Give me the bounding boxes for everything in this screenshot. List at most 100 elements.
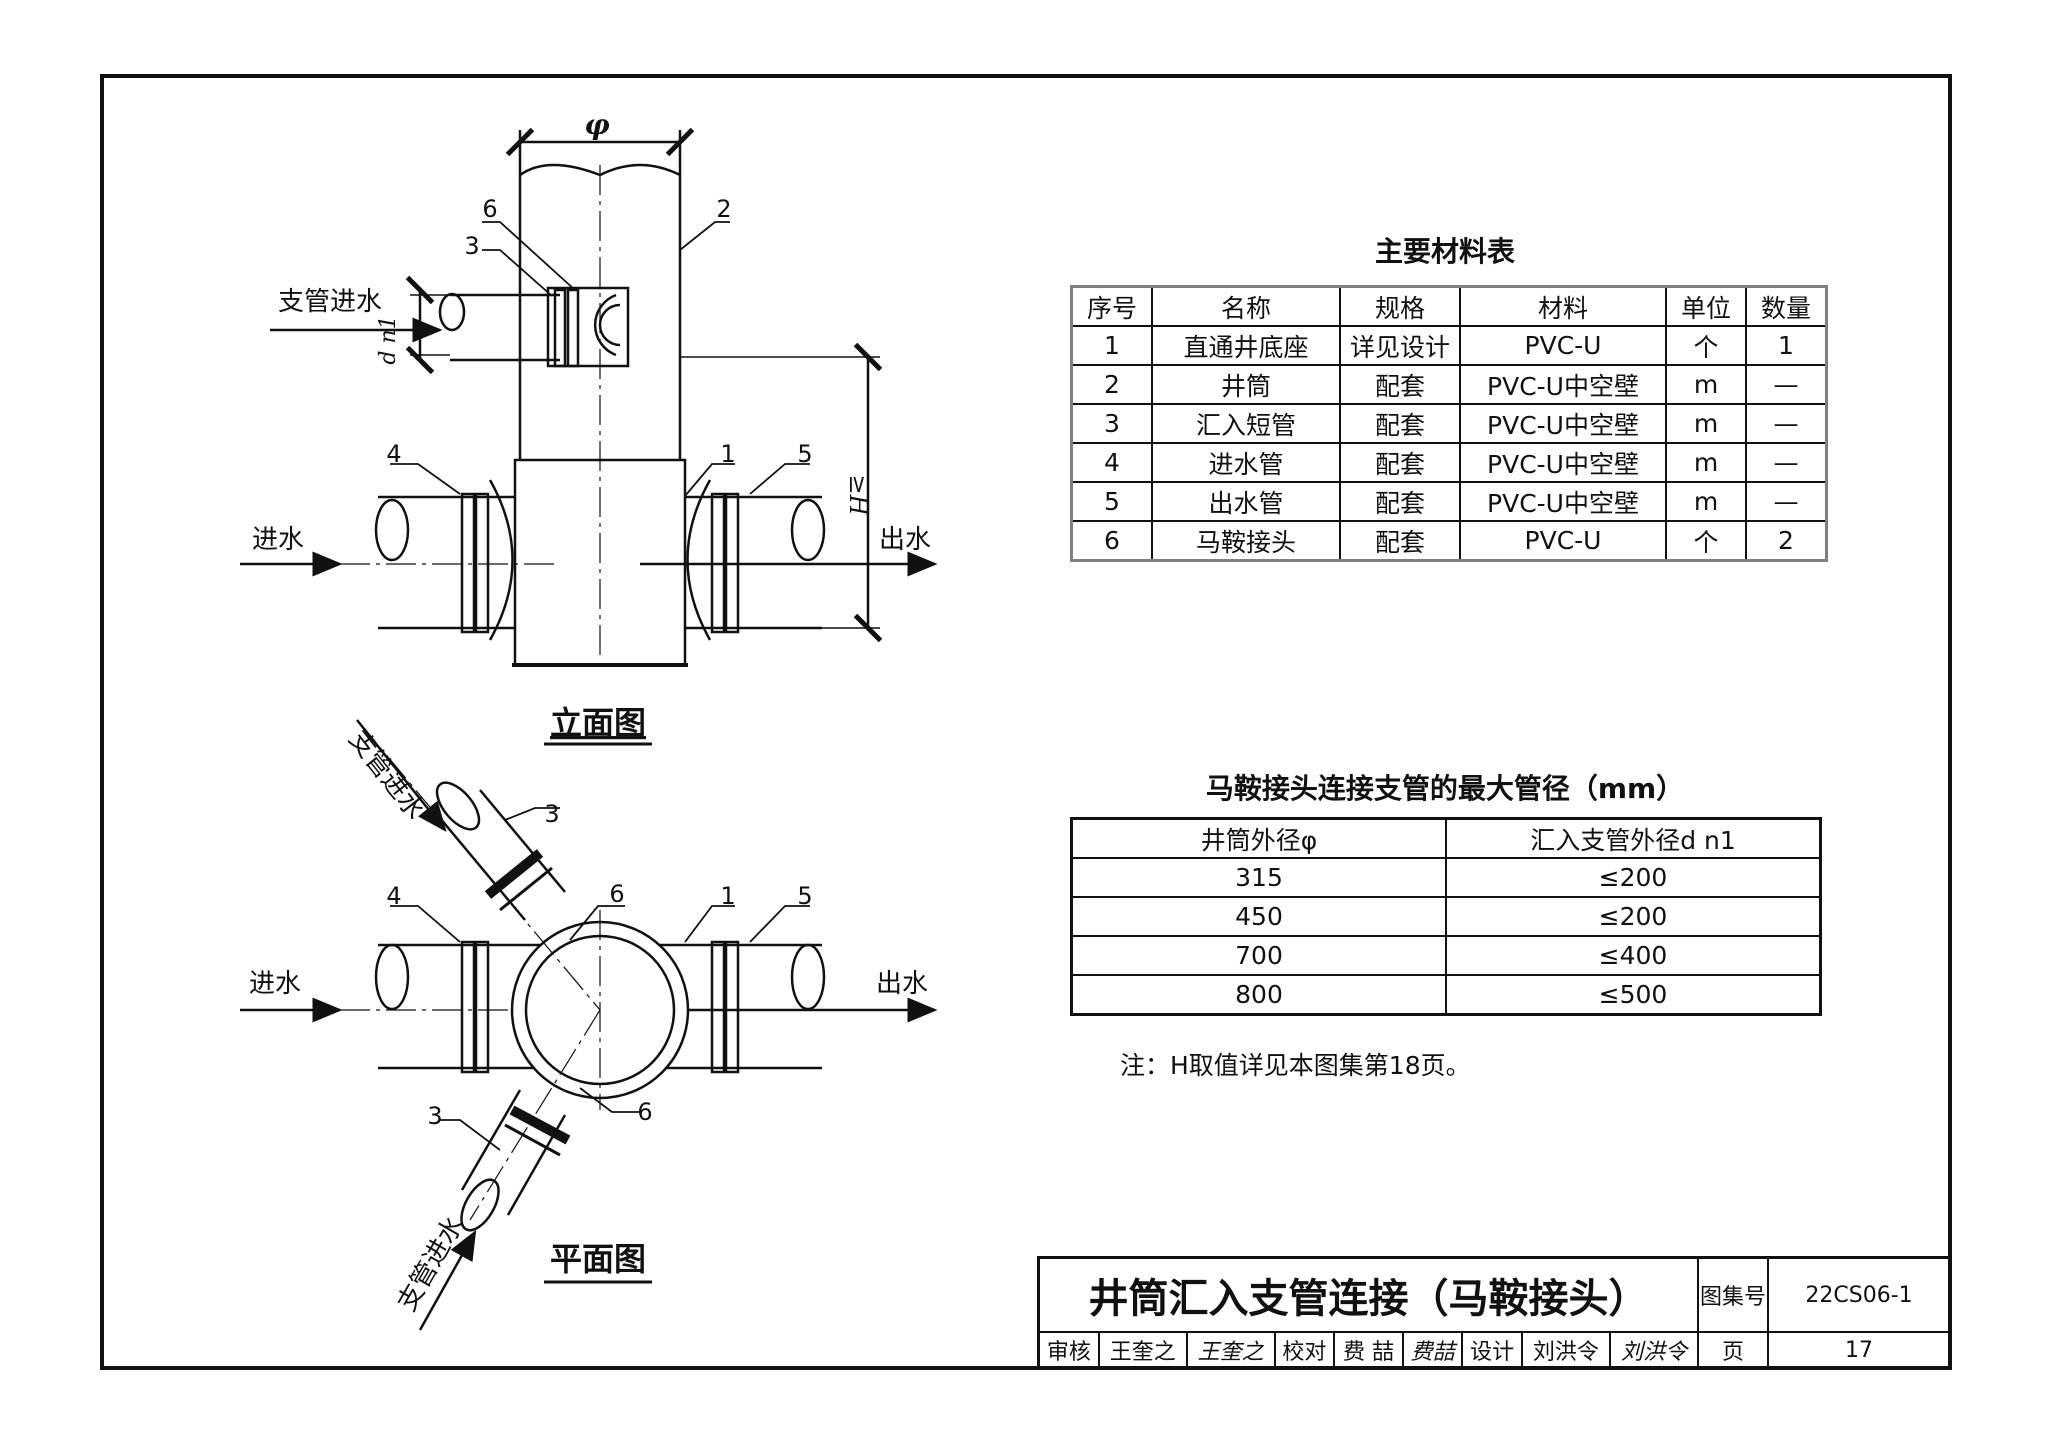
materials-cell: 汇入短管 (1151, 403, 1341, 444)
elev-callout-5: 5 (797, 440, 812, 468)
materials-cell: m (1665, 403, 1747, 444)
plan-callout-1: 1 (720, 882, 735, 910)
designer-name: 刘洪令 (1520, 1331, 1611, 1370)
materials-cell: — (1745, 442, 1828, 483)
materials-cell: 3 (1070, 403, 1153, 444)
materials-cell: 1 (1070, 325, 1153, 366)
materials-cell: 配套 (1339, 520, 1461, 562)
pipe-cell: ≤500 (1445, 974, 1822, 1016)
materials-cell: 详见设计 (1339, 325, 1461, 366)
materials-cell: 直通井底座 (1151, 325, 1341, 366)
materials-title: 主要材料表 (1374, 235, 1515, 268)
materials-cell: 1 (1745, 325, 1828, 366)
plan-in-label: 进水 (249, 969, 301, 999)
col-header: 数量 (1745, 285, 1828, 327)
plan-callout-6-bottom: 6 (637, 1098, 652, 1126)
plan-callout-3-bottom: 3 (427, 1102, 442, 1130)
elev-callout-4: 4 (386, 440, 401, 468)
materials-header-row: 序号 名称 规格 材料 单位 数量 (1070, 285, 1828, 327)
materials-cell: m (1665, 442, 1747, 483)
plan-out-label: 出水 (876, 969, 928, 999)
materials-cell: 井筒 (1151, 364, 1341, 405)
col-header: 名称 (1151, 285, 1341, 327)
materials-cell: 配套 (1339, 403, 1461, 444)
materials-cell: PVC-U中空壁 (1459, 481, 1667, 522)
plan-branch-in-top-label: 支管进水 (342, 725, 430, 825)
atlas-label: 图集号 (1697, 1256, 1769, 1333)
dim-H-label: ≥H (844, 474, 872, 516)
materials-cell: 2 (1070, 364, 1153, 405)
materials-cell: 配套 (1339, 481, 1461, 522)
materials-cell: 配套 (1339, 442, 1461, 483)
dim-dn1-label: d n1 (376, 315, 401, 364)
elev-callout-1: 1 (720, 440, 735, 468)
col-header: 序号 (1070, 285, 1153, 327)
pipe-row: 700≤400 (1070, 935, 1822, 976)
materials-cell: 个 (1665, 520, 1747, 562)
materials-cell: — (1745, 364, 1828, 405)
materials-cell: — (1745, 481, 1828, 522)
materials-cell: 出水管 (1151, 481, 1341, 522)
pipe-cell: ≤200 (1445, 857, 1822, 898)
pipe-cell: 450 (1070, 896, 1447, 937)
col-header: 材料 (1459, 285, 1667, 327)
elev-callout-3: 3 (464, 232, 479, 260)
elev-out-label: 出水 (879, 525, 931, 555)
elevation-view (240, 127, 938, 667)
pipe-header-row: 井筒外径φ 汇入支管外径d n1 (1070, 817, 1822, 859)
review-label: 审核 (1037, 1331, 1100, 1370)
elev-callout-6: 6 (482, 195, 497, 223)
materials-cell: PVC-U (1459, 520, 1667, 562)
materials-cell: m (1665, 364, 1747, 405)
reviewer-name: 王奎之 (1097, 1331, 1188, 1370)
col-header: 单位 (1665, 285, 1747, 327)
elevation-caption: 立面图 (550, 704, 646, 742)
dim-phi-label: φ (584, 108, 610, 141)
title-block: 井筒汇入支管连接（马鞍接头） 图集号 22CS06-1 审核 王奎之 王奎之 校… (1037, 1256, 1952, 1370)
page-number: 17 (1767, 1331, 1952, 1370)
plan-caption: 平面图 (550, 1240, 646, 1278)
note: 注：H取值详见本图集第18页。 (1120, 1051, 1471, 1080)
elev-in-label: 进水 (252, 525, 304, 555)
materials-cell: PVC-U中空壁 (1459, 364, 1667, 405)
atlas-number: 22CS06-1 (1767, 1256, 1952, 1333)
designer-signature: 刘洪令 (1608, 1331, 1700, 1370)
plan-callout-4: 4 (386, 882, 401, 910)
col-header: 井筒外径φ (1070, 817, 1447, 859)
pipe-row: 450≤200 (1070, 896, 1822, 937)
materials-cell: m (1665, 481, 1747, 522)
materials-cell: PVC-U中空壁 (1459, 442, 1667, 483)
drawing-title: 井筒汇入支管连接（马鞍接头） (1037, 1256, 1699, 1333)
reviewer-signature: 王奎之 (1185, 1331, 1276, 1370)
drawing-frame (100, 74, 1952, 1370)
pipe-cell: 800 (1070, 974, 1447, 1016)
plan-callout-6-top: 6 (609, 880, 624, 908)
materials-cell: 6 (1070, 520, 1153, 562)
checker-name: 费 喆 (1333, 1331, 1404, 1370)
pipe-cell: 700 (1070, 935, 1447, 976)
col-header: 汇入支管外径d n1 (1445, 817, 1822, 859)
materials-cell: — (1745, 403, 1828, 444)
pipe-cell: ≤400 (1445, 935, 1822, 976)
materials-cell: PVC-U (1459, 325, 1667, 366)
materials-cell: 4 (1070, 442, 1153, 483)
materials-cell: PVC-U中空壁 (1459, 403, 1667, 444)
materials-cell: 5 (1070, 481, 1153, 522)
plan-view (240, 719, 938, 1331)
pipe-row: 800≤500 (1070, 974, 1822, 1016)
page-label: 页 (1697, 1331, 1769, 1370)
elev-callout-2: 2 (716, 195, 731, 223)
materials-cell: 个 (1665, 325, 1747, 366)
pipe-cell: ≤200 (1445, 896, 1822, 937)
elev-branch-in-label: 支管进水 (278, 287, 382, 317)
design-label: 设计 (1461, 1331, 1523, 1370)
pipe-row: 315≤200 (1070, 857, 1822, 898)
plan-callout-5: 5 (797, 882, 812, 910)
